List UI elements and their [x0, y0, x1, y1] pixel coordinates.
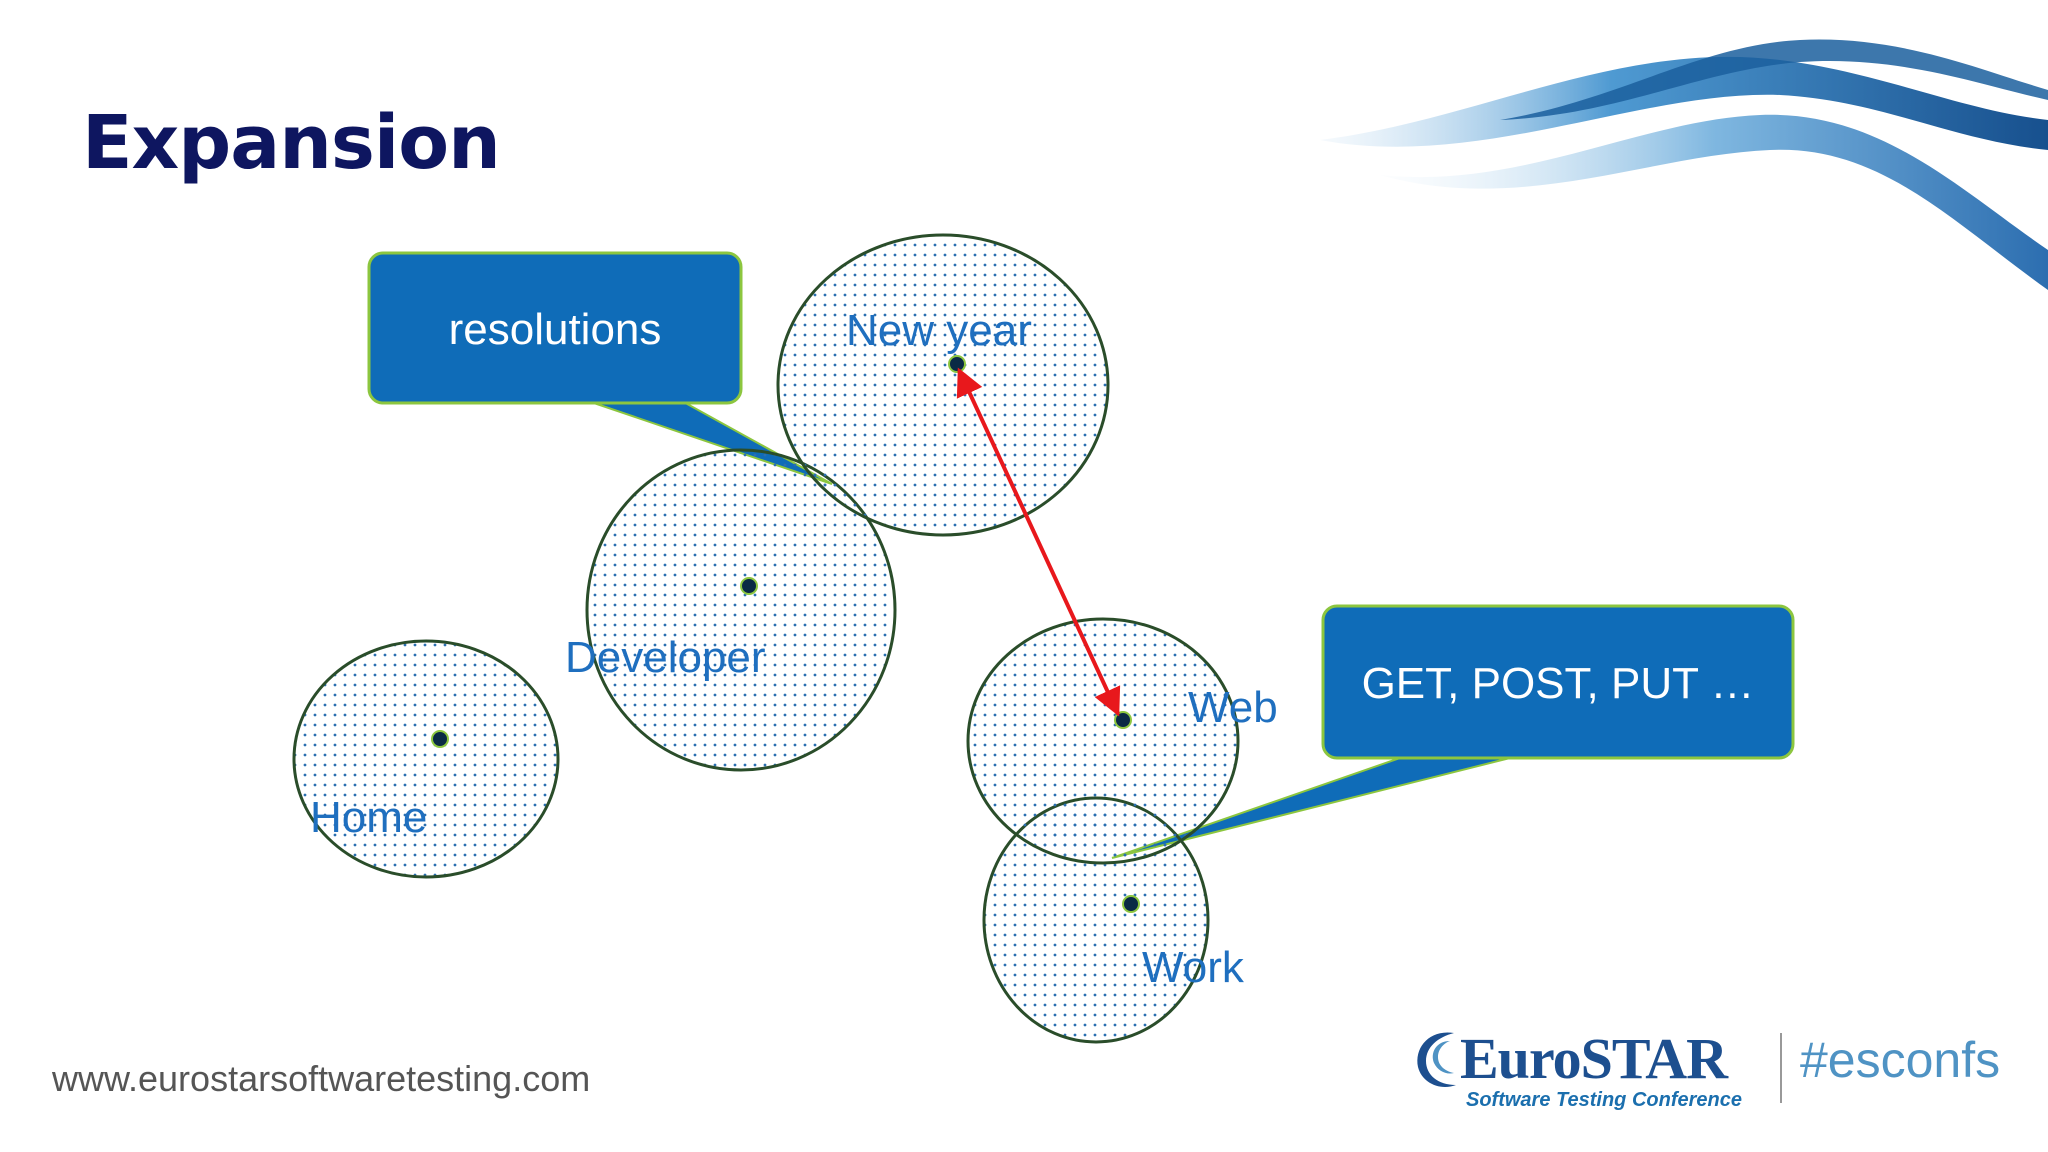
cluster-developer [585, 448, 897, 772]
cluster-work-label: Work [1142, 943, 1245, 992]
eurostar-logo: EuroSTAR Software Testing Conference #es… [1410, 1025, 2010, 1115]
cluster-web [966, 617, 1240, 865]
footer-url[interactable]: www.eurostarsoftwaretesting.com [52, 1058, 591, 1099]
eurostar-swirl-icon [1417, 1032, 1456, 1087]
cluster-developer-label: Developer [565, 633, 766, 682]
swoosh-decoration [1320, 39, 2048, 290]
slide-title: Expansion [82, 100, 501, 186]
distance-arrow [956, 367, 1121, 717]
cluster-work-center [1122, 895, 1140, 913]
brand-name: EuroSTAR [1460, 1026, 1728, 1091]
cluster-home-center [431, 730, 449, 748]
cluster-home [292, 639, 560, 879]
http-callout-text: GET, POST, PUT … [1362, 659, 1755, 708]
cluster-new-year-center [948, 355, 966, 373]
http-callout-box [1321, 604, 1795, 760]
cluster-work [982, 796, 1210, 1044]
cluster-developer-center [740, 577, 758, 595]
cluster-home-label: Home [310, 793, 427, 842]
brand-hashtag[interactable]: #esconfs [1800, 1032, 2001, 1088]
cluster-web-label: Web [1188, 683, 1278, 732]
resolutions-callout-text: resolutions [449, 305, 662, 354]
brand-divider [1780, 1033, 1782, 1103]
cluster-new-year-label: New year [846, 306, 1032, 355]
resolutions-callout-box [367, 251, 743, 405]
brand-tagline: Software Testing Conference [1466, 1089, 1742, 1111]
cluster-web-center [1114, 711, 1132, 729]
cluster-new-year [776, 233, 1110, 537]
